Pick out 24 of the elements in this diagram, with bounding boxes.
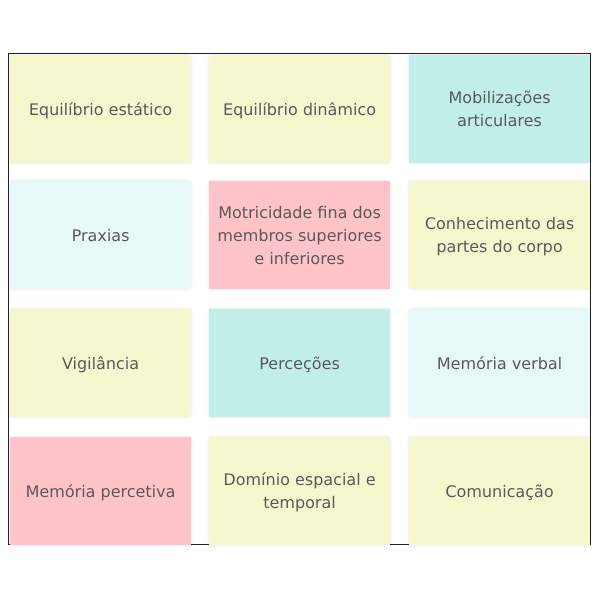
category-card [209,309,390,417]
category-card [409,55,590,163]
card-label: Motricidade fina dos membros superiores e inferiores [216,202,383,270]
category-card [209,181,390,289]
category-card [10,309,191,417]
card-label: Memória verbal [436,352,562,374]
card-label: Memória percetiva [26,480,176,502]
card-label: Equilíbrio dinâmico [223,98,376,120]
category-card [10,181,191,289]
card-label: Comunicação [445,480,554,502]
category-card [409,437,590,545]
category-card [10,437,191,545]
card-label: Praxias [72,224,130,246]
category-card [409,181,590,289]
card-label: Equilíbrio estático [28,98,172,120]
card-label: Mobilizações articulares [447,87,552,132]
category-card [409,309,590,417]
card-label: Perceções [259,352,340,374]
card-label: Conhecimento das partes do corpo [424,213,576,258]
category-card [209,55,390,163]
category-card [10,55,191,163]
card-label: Domínio espacial e temporal [222,469,377,514]
card-label: Vigilância [62,352,140,374]
category-card [209,437,390,545]
